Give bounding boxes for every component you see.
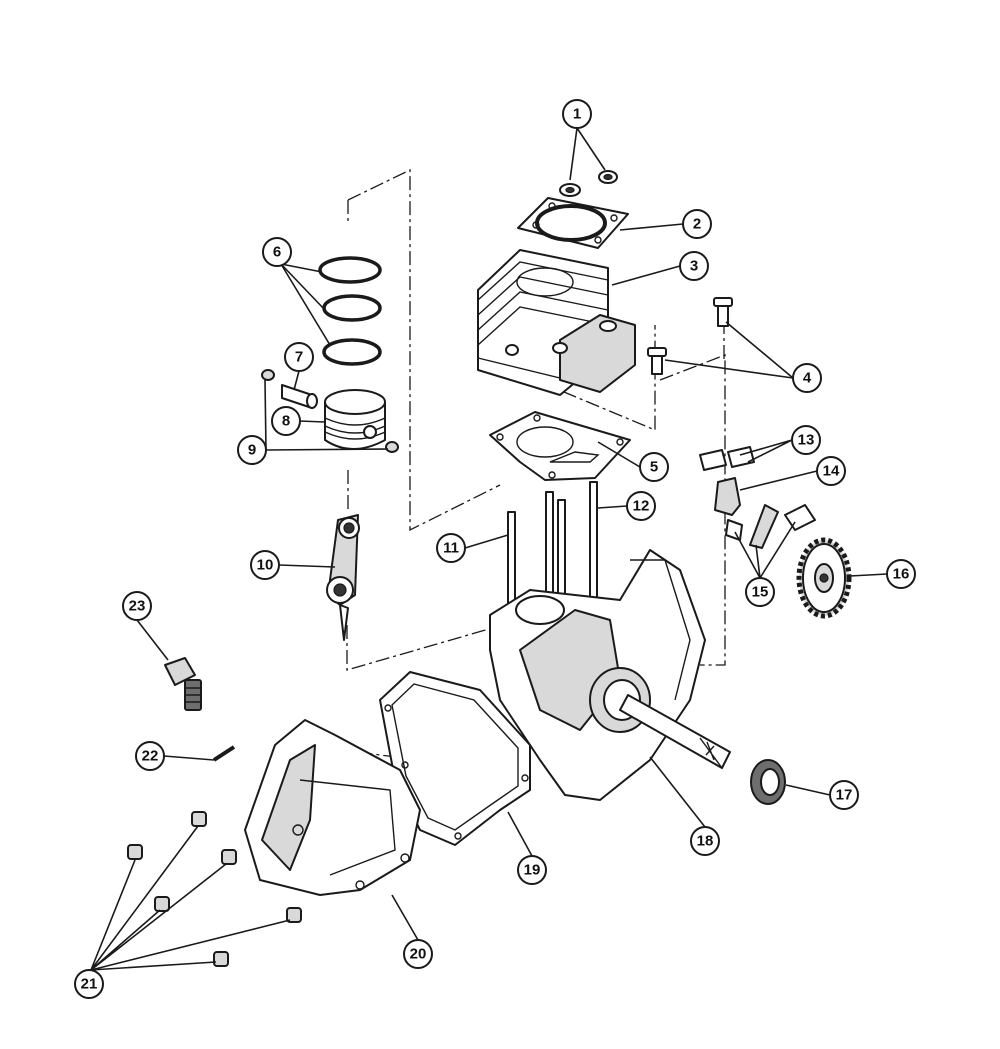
part-10-connecting-rod — [326, 514, 360, 641]
callout-19: 19 — [517, 855, 547, 885]
callout-12-label: 12 — [633, 498, 650, 515]
callout-2: 2 — [682, 209, 712, 239]
callout-11-label: 11 — [443, 540, 459, 557]
callout-1: 1 — [562, 99, 592, 129]
callout-5-label: 5 — [650, 459, 658, 476]
callout-8-label: 8 — [282, 413, 290, 430]
callout-9-label: 9 — [248, 442, 256, 459]
callout-21: 21 — [74, 969, 104, 999]
callout-14: 14 — [816, 456, 846, 486]
callout-22-label: 22 — [142, 748, 159, 765]
callout-5: 5 — [639, 452, 669, 482]
callout-13-label: 13 — [798, 432, 815, 449]
callout-2-label: 2 — [693, 216, 701, 233]
callout-13: 13 — [791, 425, 821, 455]
callout-10: 10 — [250, 550, 280, 580]
part-14-bracket — [714, 477, 741, 516]
part-22-pin — [212, 745, 236, 762]
callout-6-label: 6 — [273, 244, 281, 261]
callout-3-label: 3 — [690, 258, 698, 275]
callout-15-label: 15 — [752, 584, 769, 601]
leader-lines — [90, 127, 888, 971]
callout-8: 8 — [271, 406, 301, 436]
part-6-piston-rings — [318, 256, 382, 366]
part-2-head-gasket — [517, 197, 629, 249]
part-7-wrist-pin — [281, 384, 318, 409]
callout-17: 17 — [829, 780, 859, 810]
part-1-washers — [559, 170, 618, 197]
part-8-piston — [324, 389, 386, 450]
callout-18: 18 — [690, 826, 720, 856]
part-16-gear — [796, 537, 852, 619]
part-23-plug — [164, 657, 202, 711]
part-17-seal — [750, 759, 786, 805]
callout-9: 9 — [237, 435, 267, 465]
callout-12: 12 — [626, 491, 656, 521]
callout-11: 11 — [436, 533, 466, 563]
callout-15: 15 — [745, 577, 775, 607]
callout-16: 16 — [886, 559, 916, 589]
part-13-screws — [699, 446, 755, 471]
callout-20: 20 — [403, 939, 433, 969]
part-18-crankcase — [489, 549, 731, 801]
callout-17-label: 17 — [836, 787, 853, 804]
callout-4: 4 — [792, 363, 822, 393]
callout-7: 7 — [284, 342, 314, 372]
callout-18-label: 18 — [697, 833, 714, 850]
callout-10-label: 10 — [257, 557, 274, 574]
part-21-screws — [127, 811, 302, 967]
part-3-cylinder — [477, 249, 636, 396]
callout-3: 3 — [679, 251, 709, 281]
callout-1-label: 1 — [573, 106, 581, 123]
callout-20-label: 20 — [410, 946, 427, 963]
part-4-bolts — [647, 297, 733, 375]
callout-4-label: 4 — [803, 370, 812, 387]
callout-6: 6 — [262, 237, 292, 267]
part-9-clips — [261, 369, 399, 453]
callout-19-label: 19 — [524, 862, 541, 879]
callout-23: 23 — [122, 591, 152, 621]
part-15-levers — [725, 504, 816, 549]
callout-14-label: 14 — [823, 463, 840, 480]
callout-22: 22 — [135, 741, 165, 771]
part-20-cover — [244, 719, 421, 896]
callout-7-label: 7 — [295, 349, 303, 366]
callout-21-label: 21 — [81, 976, 98, 993]
callout-23-label: 23 — [129, 598, 146, 615]
part-5-base-gasket — [489, 411, 631, 481]
callout-16-label: 16 — [893, 566, 910, 583]
